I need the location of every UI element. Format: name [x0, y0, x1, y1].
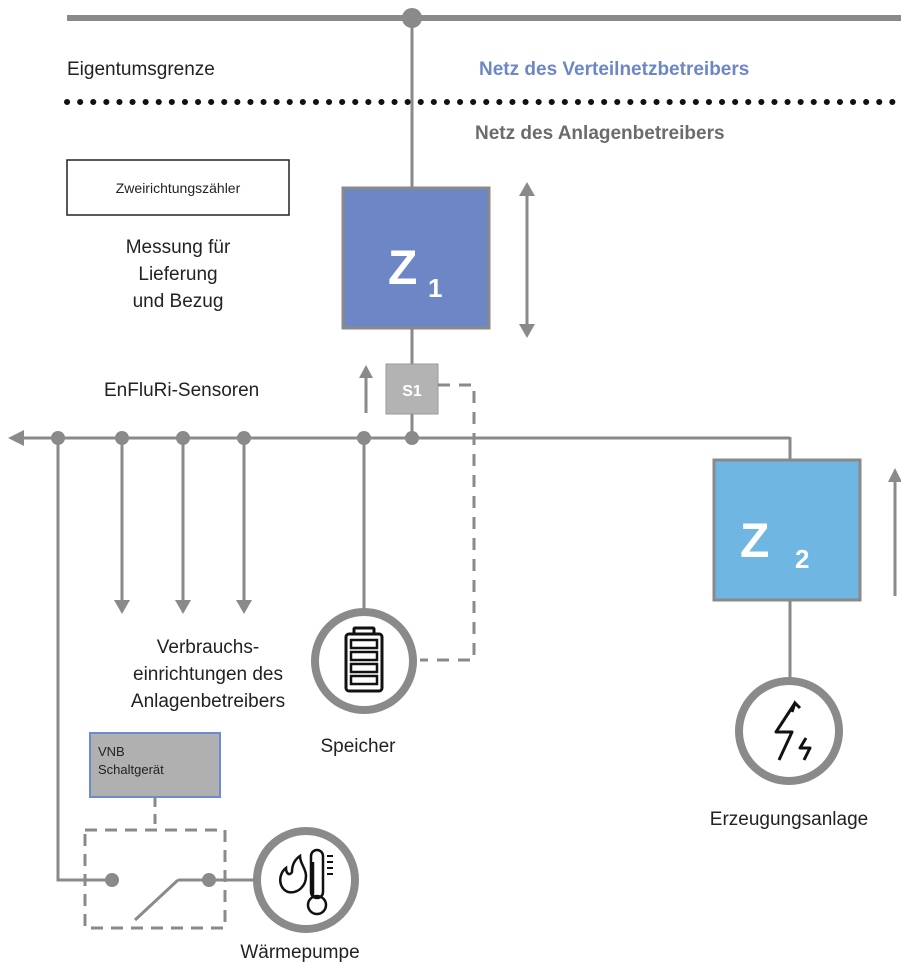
- dso-switching-device: [89, 732, 221, 798]
- consumers-text-line3: Anlagenbetreibers: [131, 691, 285, 712]
- battery-icon: [344, 626, 384, 693]
- consumer-arrow-3: [236, 438, 252, 614]
- consumer-arrow-1: [114, 438, 130, 614]
- sensor-s1-label: S1: [402, 383, 422, 400]
- meter-z1-letter: Z: [388, 242, 417, 295]
- enfluri-sensors-label: EnFluRi-Sensoren: [104, 380, 259, 401]
- meter-z2-letter: Z: [740, 515, 769, 568]
- dso-switching-line2: Schaltgerät: [98, 762, 164, 777]
- meter-z1: [341, 186, 491, 330]
- line-bus-heatpump: [56, 438, 112, 882]
- switch-blade: [133, 878, 180, 922]
- switch-contact-right: [202, 873, 216, 887]
- sensor-control-dashed-line: [420, 383, 476, 662]
- lightning-icon: [774, 700, 812, 761]
- measurement-text-line2: Lieferung: [138, 264, 217, 285]
- consumers-text-line1: Verbrauchs-: [157, 637, 259, 658]
- measurement-text-line1: Messung für: [126, 237, 231, 258]
- operator-network-label: Netz des Anlagenbetreibers: [475, 123, 725, 144]
- bus-node-main: [405, 431, 419, 445]
- bidirectional-meter-label: Zweirichtungszähler: [116, 180, 241, 196]
- bidirectional-arrow: [519, 182, 535, 338]
- bus-left-arrow: [8, 430, 24, 446]
- thermometer-flame-icon: [279, 848, 333, 916]
- dso-switching-line1: VNB: [98, 744, 125, 759]
- storage-label: Speicher: [321, 736, 397, 757]
- generation-flow-arrow: [888, 468, 901, 596]
- meter-z2: [712, 458, 862, 602]
- consumer-arrow-2: [175, 438, 191, 614]
- heat-pump-label: Wärmepumpe: [240, 942, 359, 963]
- dso-network-label: Netz des Verteilnetzbetreibers: [479, 59, 749, 80]
- switch-contact-left: [105, 873, 119, 887]
- meter-z1-index: 1: [428, 273, 442, 303]
- flow-direction-arrow: [359, 365, 373, 413]
- property-boundary-label: Eigentumsgrenze: [67, 59, 215, 80]
- measurement-text-line3: und Bezug: [133, 291, 224, 312]
- sensor-s1: [385, 363, 439, 415]
- consumers-text-line2: einrichtungen des: [133, 664, 283, 685]
- bidirectional-meter-label-box: [66, 159, 290, 216]
- generation-plant-label: Erzeugungsanlage: [710, 809, 868, 830]
- meter-z2-index: 2: [795, 544, 809, 574]
